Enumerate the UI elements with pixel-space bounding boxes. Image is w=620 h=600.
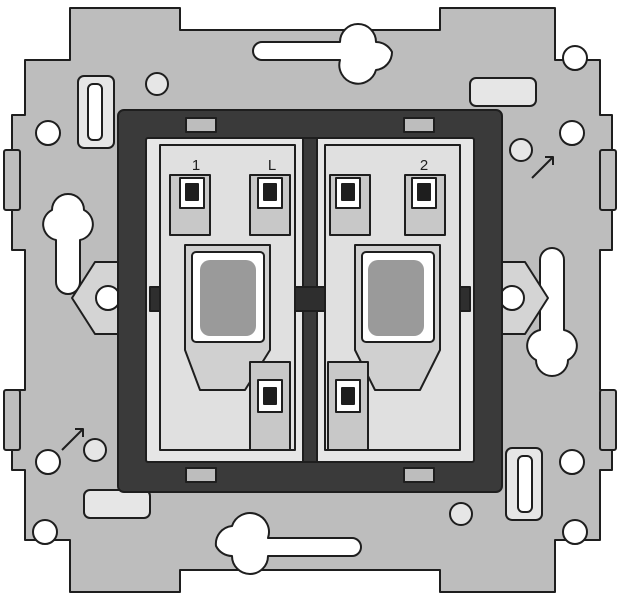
clip-bottom-right-inner (517, 455, 533, 513)
right-indicator-lens (368, 260, 424, 336)
rivet-bottom-right (449, 502, 473, 526)
left-keyhole-slot (42, 193, 94, 295)
left-bottom-terminal-screw (263, 387, 277, 405)
arrow-mark-right (531, 156, 554, 179)
left-terminal-L-screw (263, 183, 277, 201)
screw-hole-far-top-right (562, 45, 588, 71)
right-terminal-2-screw (417, 183, 431, 201)
right-terminal-a-screw (341, 183, 355, 201)
terminal-label-2: 2 (420, 157, 428, 174)
plate-tab-top-right (403, 117, 435, 133)
arrow-mark-left (61, 428, 84, 451)
plate-tab-bottom-left (185, 467, 217, 483)
screw-hole-far-bottom-left (32, 519, 58, 545)
screw-hole-top-right (559, 120, 585, 146)
left-indicator-lens (200, 260, 256, 336)
screw-hole-bottom-right (559, 449, 585, 475)
terminal-label-1: 1 (192, 157, 200, 174)
rivet-top-right (509, 138, 533, 162)
plate-tab-top-left (185, 117, 217, 133)
screw-hole-far-bottom-right (562, 519, 588, 545)
left-tab-lower (3, 389, 21, 451)
terminal-label-L: L (268, 157, 276, 174)
left-tab-upper (3, 149, 21, 211)
screw-hole-top-left (35, 120, 61, 146)
rivet-top-left (145, 72, 169, 96)
rivet-bottom-left (83, 438, 107, 462)
clip-bottom-left (83, 489, 151, 519)
right-keyhole-slot (526, 247, 578, 377)
clip-top-left-inner (87, 83, 103, 141)
left-ear-hole (95, 285, 121, 311)
plate-tab-bottom-right (403, 467, 435, 483)
right-tab-lower (599, 389, 617, 451)
clip-top-right (469, 77, 537, 107)
right-bottom-terminal-screw (341, 387, 355, 405)
screw-hole-bottom-left (35, 449, 61, 475)
top-keyhole-slot (252, 23, 394, 85)
left-terminal-1-screw (185, 183, 199, 201)
right-ear-hole (499, 285, 525, 311)
right-tab-upper (599, 149, 617, 211)
bottom-keyhole-slot (214, 512, 362, 575)
